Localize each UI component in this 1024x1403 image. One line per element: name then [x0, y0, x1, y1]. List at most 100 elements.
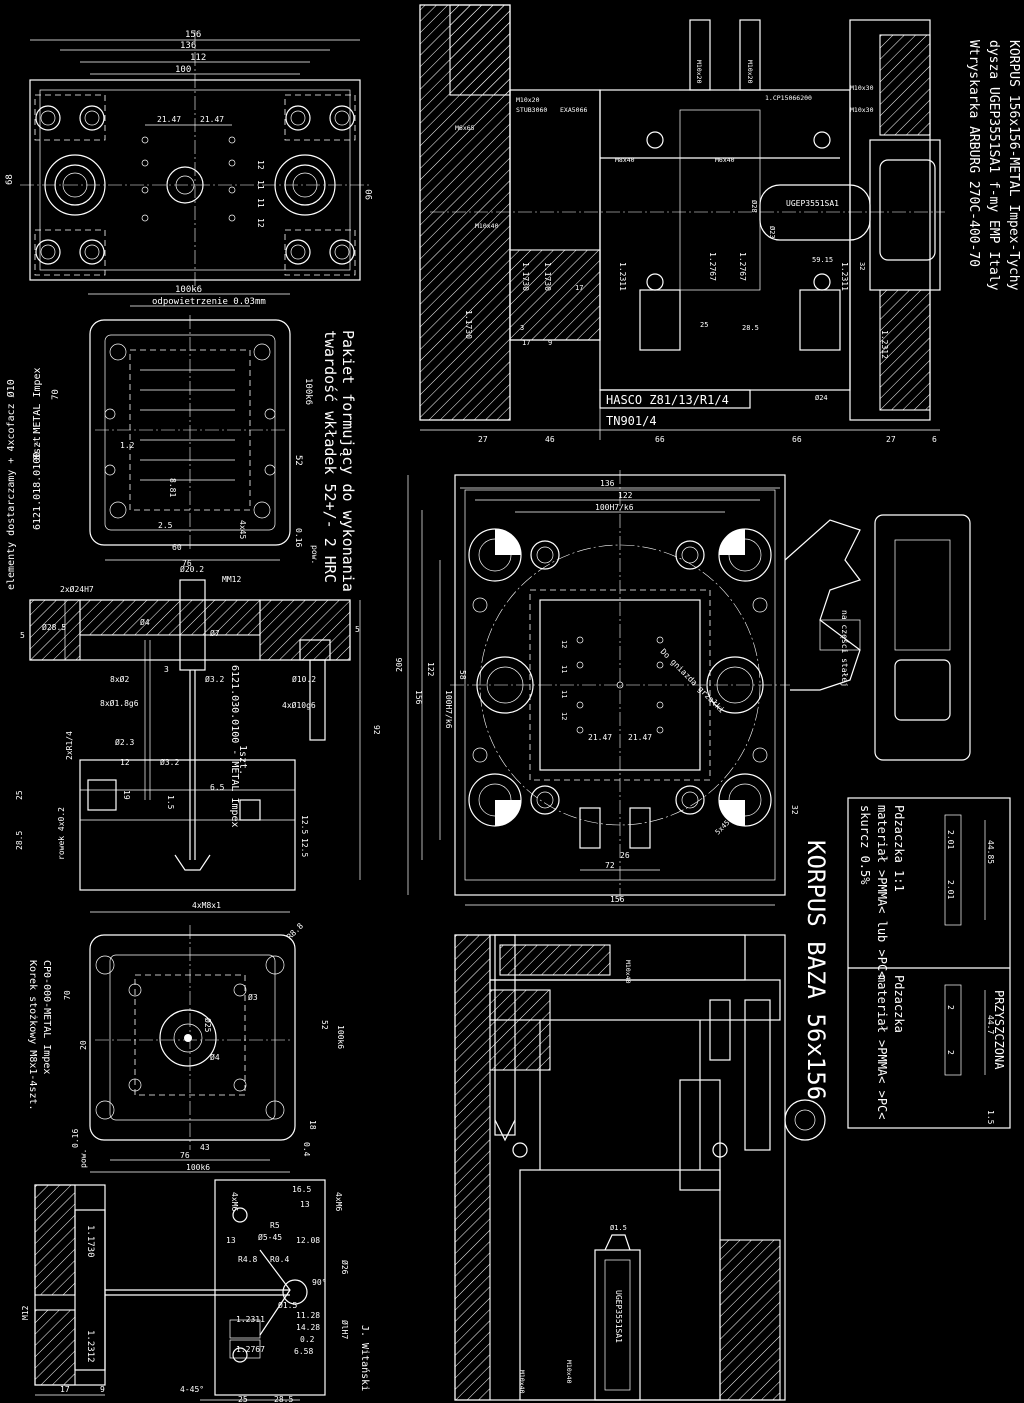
dim-13-b: 13	[226, 1236, 236, 1245]
spec-dim-2-01-b: 2.01	[946, 880, 955, 899]
label-lcp15066: 1.CP15066200	[765, 94, 812, 102]
mid-left-section-view: 2xØ24H7 Ø20.2 MM12 Ø28.5 Ø4 Ø7 8xØ2 8xØ1…	[15, 564, 381, 891]
dim-11-b: 11	[256, 198, 265, 208]
dim-100k6-bottom: 100k6	[186, 1163, 210, 1172]
forming-heading-1: Pakiet formujący do wykonania	[339, 330, 357, 592]
fixed-side-note: na części stałej	[840, 610, 850, 687]
material-1-2767: 1.2767	[236, 1345, 265, 1354]
dim-8x2: 8xØ2	[110, 674, 129, 684]
label-m10x40: M10x40	[475, 222, 499, 230]
material-1-2767-b: 1.2767	[738, 252, 747, 281]
material-1-1730-b: 1.1730	[543, 262, 552, 291]
spec-dim-44-85: 44.85	[986, 840, 995, 864]
dim-92: 92	[372, 725, 381, 735]
dim-70: 70	[51, 389, 61, 400]
title-block: KORPUS 156x156-METAL Impex-Tychy dysza U…	[966, 40, 1021, 291]
dim-3: 3	[164, 665, 169, 674]
dim-27-b: 27	[886, 435, 896, 444]
dim-9: 9	[100, 1385, 105, 1394]
dim-112: 112	[190, 53, 206, 63]
dim-3: 3	[520, 324, 524, 332]
supply-note: elementy dostarczamy + 4xcofacz Ø10	[5, 379, 17, 590]
dim-1-5: Ø1.5	[610, 1224, 627, 1232]
label-m10x30-a: M10x30	[850, 84, 874, 92]
spec-row2-material: materiał >PMMA< >PC<	[875, 975, 889, 1120]
heater-socket-note: Do gniazda grzałki	[659, 647, 727, 715]
label-m6x65: M6x65	[455, 124, 475, 132]
dim-2xr1-4: 2xR1/4	[65, 731, 74, 760]
material-1-2312: 1.2312	[880, 330, 889, 359]
title-line-2: dysza UGEP3551SA1 f-my EMP Italy	[986, 40, 1001, 291]
label-m10x40-a: M10x40	[624, 960, 632, 984]
lower-left-plate-view: 4xM8x1 R8.8 Ø25 Ø3 Ø4 70 20 52 100k6 18 …	[27, 901, 345, 1173]
dim-46: 46	[545, 435, 555, 444]
dim-27-a: 27	[478, 435, 488, 444]
dim-1-2: 1.2	[120, 441, 135, 450]
spec-row1-material: materiał >PMMA< lub >PC<	[875, 805, 889, 978]
dim-r5: R5	[270, 1221, 280, 1230]
spec-dim-2-b: 2	[946, 1050, 955, 1055]
dim-66-b: 66	[792, 435, 802, 444]
spec-dim-2-a: 2	[946, 1005, 955, 1010]
dim-12: 12	[120, 758, 130, 767]
dim-68: 68	[5, 174, 15, 185]
label-m10x20-b: M10x20	[695, 60, 703, 84]
dim-76: 76	[182, 559, 192, 568]
part-ref-6121-018: 6121.018.0100 - METAL Impex	[32, 367, 43, 530]
dim-1-5: Ø1.5	[278, 1300, 297, 1310]
dim-4: Ø4	[210, 1052, 220, 1062]
dim-0-16: 0.16	[294, 528, 303, 547]
dim-4xm6-a: 4xM6	[230, 1192, 239, 1211]
material-1-1730-a: 1.1730	[521, 262, 530, 291]
dim-12-b: 12	[256, 218, 265, 228]
dim-206: 206	[395, 657, 404, 672]
dim-156: 156	[185, 30, 201, 40]
dim-21-47-a: 21.47	[588, 733, 612, 742]
dim-12-5-a: 12.5	[300, 815, 309, 834]
dim-8x1-8g6: 8xØ1.8g6	[100, 698, 139, 708]
dim-136: 136	[600, 479, 615, 488]
dim-100h7k6-side: 100H7/k6	[444, 690, 453, 729]
dim-mm12: MM12	[222, 575, 241, 584]
dim-4: Ø4	[140, 617, 150, 627]
dim-11-a: 11	[560, 665, 568, 673]
part-ref-cp0: CP0-000-METAL Impex	[41, 960, 52, 1074]
dim-90deg: 90°	[312, 1278, 326, 1287]
vent-note: odpowietrzenie 0.03mm	[152, 297, 266, 307]
dim-21-47-a: 21.47	[157, 115, 181, 124]
dim-26: 26	[620, 851, 630, 860]
dim-7: Ø7	[210, 628, 220, 638]
label-m10x30-b: M10x30	[850, 106, 874, 114]
dim-17-b: 17	[522, 339, 530, 347]
label-m6x40: M6x40	[715, 156, 735, 164]
dim-4xm6-b: 4xM6	[334, 1192, 343, 1211]
dim-5-45: Ø5-45	[258, 1232, 282, 1242]
label-exa5066: EXA5066	[560, 106, 587, 114]
dim-100k6-side: 100k6	[336, 1025, 345, 1049]
dim-28-5-b: 28.5	[15, 831, 24, 850]
dim-136: 136	[180, 41, 196, 51]
dim-13-a: 13	[300, 1200, 310, 1209]
label-ugep-nozzle: UGEP3551SA1	[614, 1290, 623, 1343]
dim-9: 9	[548, 339, 552, 347]
dim-122: 122	[618, 491, 633, 500]
dim-5-a: 5	[20, 631, 25, 640]
dim-8-81: 8.81	[168, 478, 177, 497]
signature: J. Witański	[359, 1325, 371, 1391]
dim-100k6-top: 100k6	[175, 285, 202, 295]
big-title: KORPUS BAZA 56x156	[802, 840, 830, 1100]
dim-28-5: 28.5	[274, 1395, 293, 1403]
dim-28-5: 28.5	[742, 324, 759, 332]
dim-72: 72	[605, 861, 615, 870]
dim-11-28: 11.28	[296, 1311, 320, 1320]
material-1-2311-a: 1.2311	[618, 262, 627, 291]
dim-90: 90	[365, 189, 375, 200]
nozzle-label: UGEP3551SA1	[786, 199, 839, 208]
dim-r8-8: R8.8	[285, 921, 305, 941]
dim-2-5: 2.5	[158, 521, 173, 530]
dim-18: 18	[308, 1120, 317, 1130]
spec-heading: PRZYSZCZONA	[992, 990, 1006, 1070]
dim-25: Ø25	[203, 1018, 213, 1033]
hasco-note: HASCO Z81/13/R1/4	[606, 393, 729, 407]
